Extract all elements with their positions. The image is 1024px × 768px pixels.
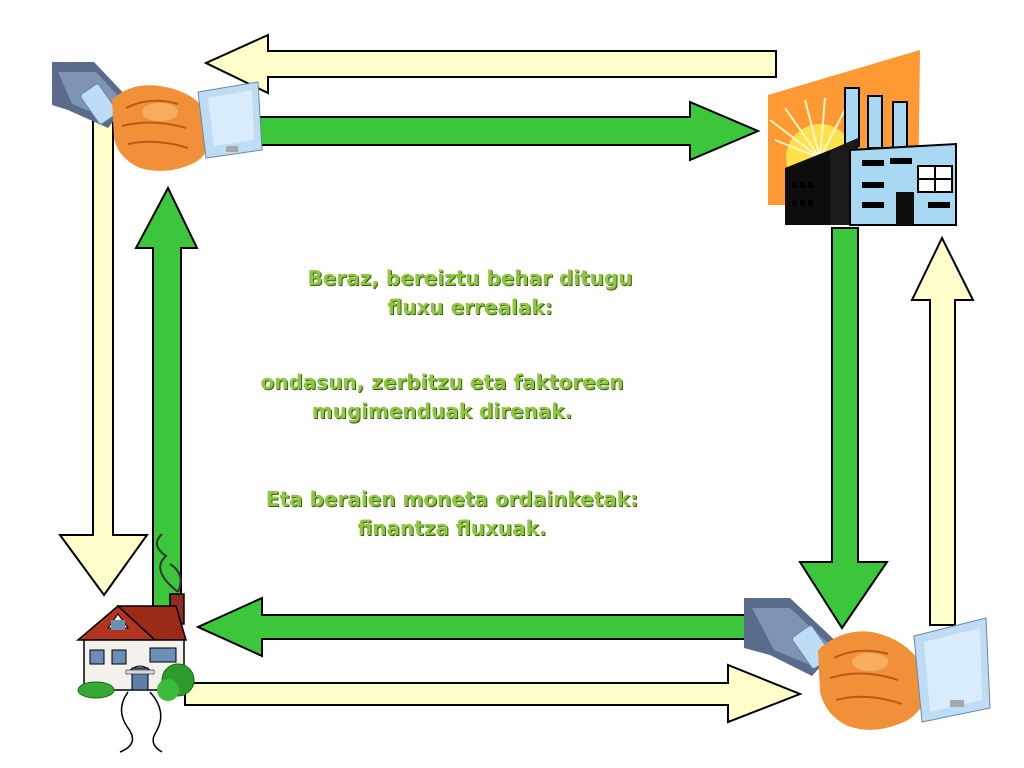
text-block-goods-services: ondasun, zerbitzu eta faktoreen mugimend… (222, 368, 662, 426)
text-block-financial-flows: Eta beraien moneta ordainketak: finantza… (232, 485, 672, 543)
left-real-arrow (134, 185, 199, 611)
text-block-real-flows: Beraz, bereiztu behar ditugu fluxu errea… (250, 264, 690, 322)
bottom-financial-arrow (184, 663, 803, 724)
text-line: Eta beraien moneta ordainketak: (265, 487, 639, 511)
top-financial-arrow (203, 33, 777, 95)
text-line: Beraz, bereiztu behar ditugu (307, 266, 633, 290)
text-line: fluxu errealak: (387, 295, 553, 319)
factory-icon (768, 50, 957, 226)
left-financial-arrow (58, 114, 149, 597)
top-real-arrow (257, 100, 761, 162)
right-financial-arrow (910, 235, 975, 626)
text-line: ondasun, zerbitzu eta faktoreen (260, 370, 624, 394)
house-icon (75, 533, 195, 753)
right-real-arrow (798, 227, 889, 630)
handshake-icon (744, 598, 991, 730)
bottom-real-arrow (195, 596, 761, 658)
handshake-icon (52, 62, 263, 171)
text-line: finantza fluxuak. (357, 516, 547, 540)
text-line: mugimenduak direnak. (311, 399, 573, 423)
